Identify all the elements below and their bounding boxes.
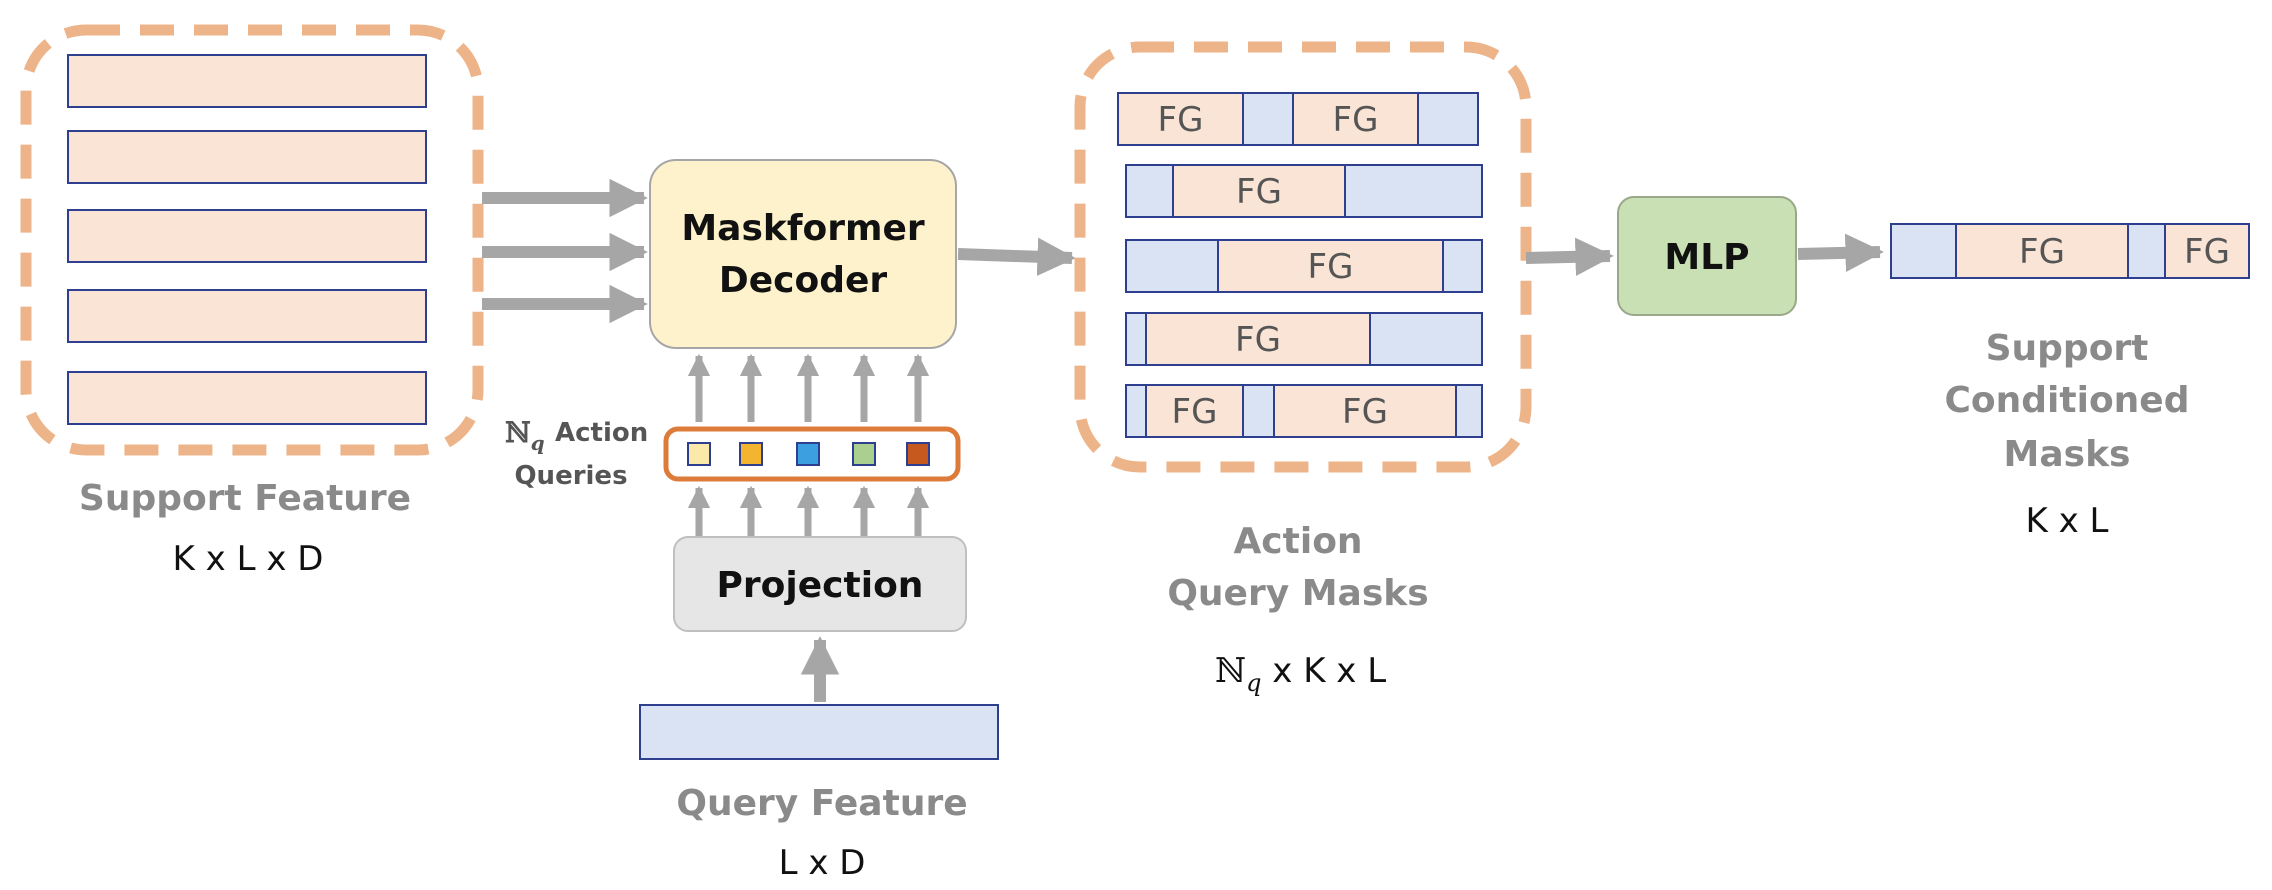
action-queries-label-line1: ℕq — [505, 416, 545, 455]
action-mask-row: FG FG — [1125, 384, 1483, 438]
arrows-projection-to-queries — [687, 485, 930, 536]
fg-segment — [1273, 384, 1457, 438]
support-feature-group — [20, 24, 484, 456]
action-masks-dims: ℕq x K x L — [1215, 651, 1386, 697]
fg-label: FG — [1236, 172, 1282, 212]
action-masks-label-line1: Action — [1233, 521, 1362, 562]
fg-label: FG — [1158, 100, 1204, 140]
support-row — [67, 130, 427, 184]
support-row — [67, 54, 427, 108]
output-label-line1: Support — [1986, 328, 2149, 369]
fg-segment — [1145, 384, 1244, 438]
support-row — [67, 209, 427, 263]
action-query-tokens — [687, 442, 930, 466]
action-query-token — [796, 442, 820, 466]
support-row — [67, 371, 427, 425]
mlp-label: MLP — [1664, 237, 1749, 278]
action-masks-label-line2: Query Masks — [1167, 573, 1428, 614]
fg-segment — [1145, 312, 1371, 366]
arrow-mlp-to-output — [1797, 233, 1884, 273]
maskformer-decoder-box — [649, 159, 957, 349]
output-label-line3: Masks — [2004, 434, 2131, 475]
arrows-queries-to-decoder — [687, 353, 930, 422]
support-row — [67, 289, 427, 343]
output-dims: K x L — [2026, 501, 2109, 541]
fg-segment — [1117, 92, 1244, 146]
fg-segment — [1955, 223, 2129, 279]
mlp-box — [1617, 196, 1797, 316]
support-feature-label: Support Feature — [79, 478, 411, 519]
action-mask-row: FG FG — [1117, 92, 1479, 146]
action-query-token — [852, 442, 876, 466]
query-feature-dims: L x D — [779, 843, 866, 883]
fg-label: FG — [1172, 392, 1218, 432]
arrow-decoder-to-masks — [957, 237, 1076, 276]
fg-segment — [1172, 164, 1346, 218]
action-queries-word2: Queries — [514, 461, 627, 491]
projection-label: Projection — [717, 565, 924, 606]
fg-segment — [1292, 92, 1419, 146]
action-query-token — [739, 442, 763, 466]
fg-label: FG — [2184, 232, 2230, 272]
fg-segment — [1217, 239, 1444, 293]
arrow-masks-to-mlp — [1525, 237, 1614, 277]
fg-label: FG — [1235, 320, 1281, 360]
action-mask-row: FG — [1125, 164, 1483, 218]
decoder-title-line2: Decoder — [719, 260, 888, 301]
fg-segment — [2164, 223, 2250, 279]
support-feature-rows — [67, 54, 427, 425]
projection-box — [673, 536, 967, 632]
support-feature-dims: K x L x D — [173, 539, 324, 579]
action-query-mask-rows: FG FG FG FG FG FG FG — [1117, 92, 1483, 438]
action-queries-word1: Action — [555, 418, 648, 448]
output-label-line2: Conditioned — [1945, 380, 2190, 421]
action-query-token — [906, 442, 930, 466]
action-mask-row: FG — [1125, 312, 1483, 366]
fg-label: FG — [1308, 247, 1354, 287]
support-conditioned-mask-row: FG FG — [1890, 223, 2250, 279]
decoder-title-line1: Maskformer — [681, 208, 925, 249]
fg-label: FG — [1342, 392, 1388, 432]
fg-label: FG — [2019, 232, 2065, 272]
query-feature-label: Query Feature — [676, 783, 967, 824]
action-query-token — [687, 442, 711, 466]
fg-label: FG — [1333, 100, 1379, 140]
action-mask-row: FG — [1125, 239, 1483, 293]
query-feature-bar — [639, 704, 999, 760]
